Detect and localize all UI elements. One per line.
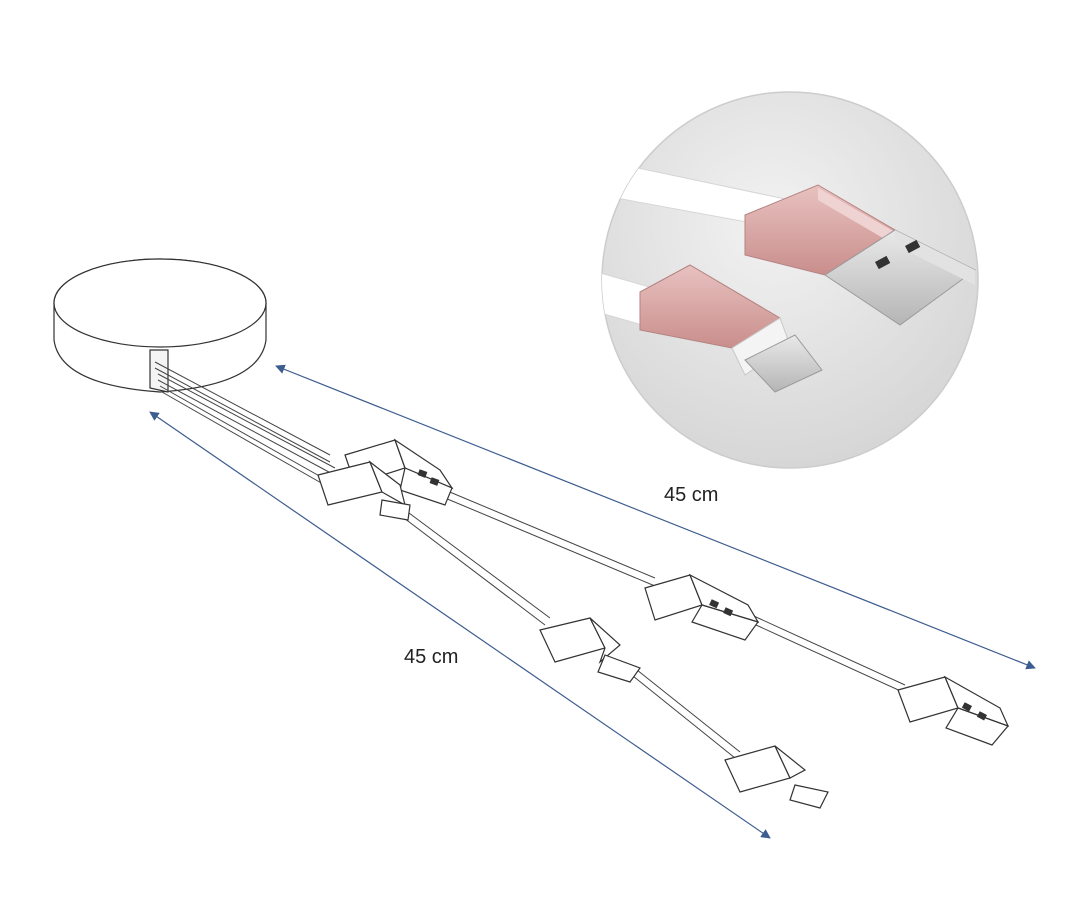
connector-closeup-inset: [601, 91, 979, 469]
usb-a-plug-icon: [897, 675, 1010, 746]
length-label-left: 45 cm: [404, 646, 459, 668]
lightning-plug-icon: [724, 745, 829, 809]
usb-c-plug-icon: [539, 617, 641, 683]
retractable-reel-icon: [53, 258, 267, 393]
usb-a-plug-icon: [317, 438, 454, 521]
lightning-plug-icon: [639, 264, 823, 393]
length-label-right: 45 cm: [664, 484, 719, 506]
usb-a-plug-icon: [744, 184, 976, 326]
usb-a-plug-icon: [644, 573, 760, 641]
dimension-line-left: [149, 411, 771, 839]
